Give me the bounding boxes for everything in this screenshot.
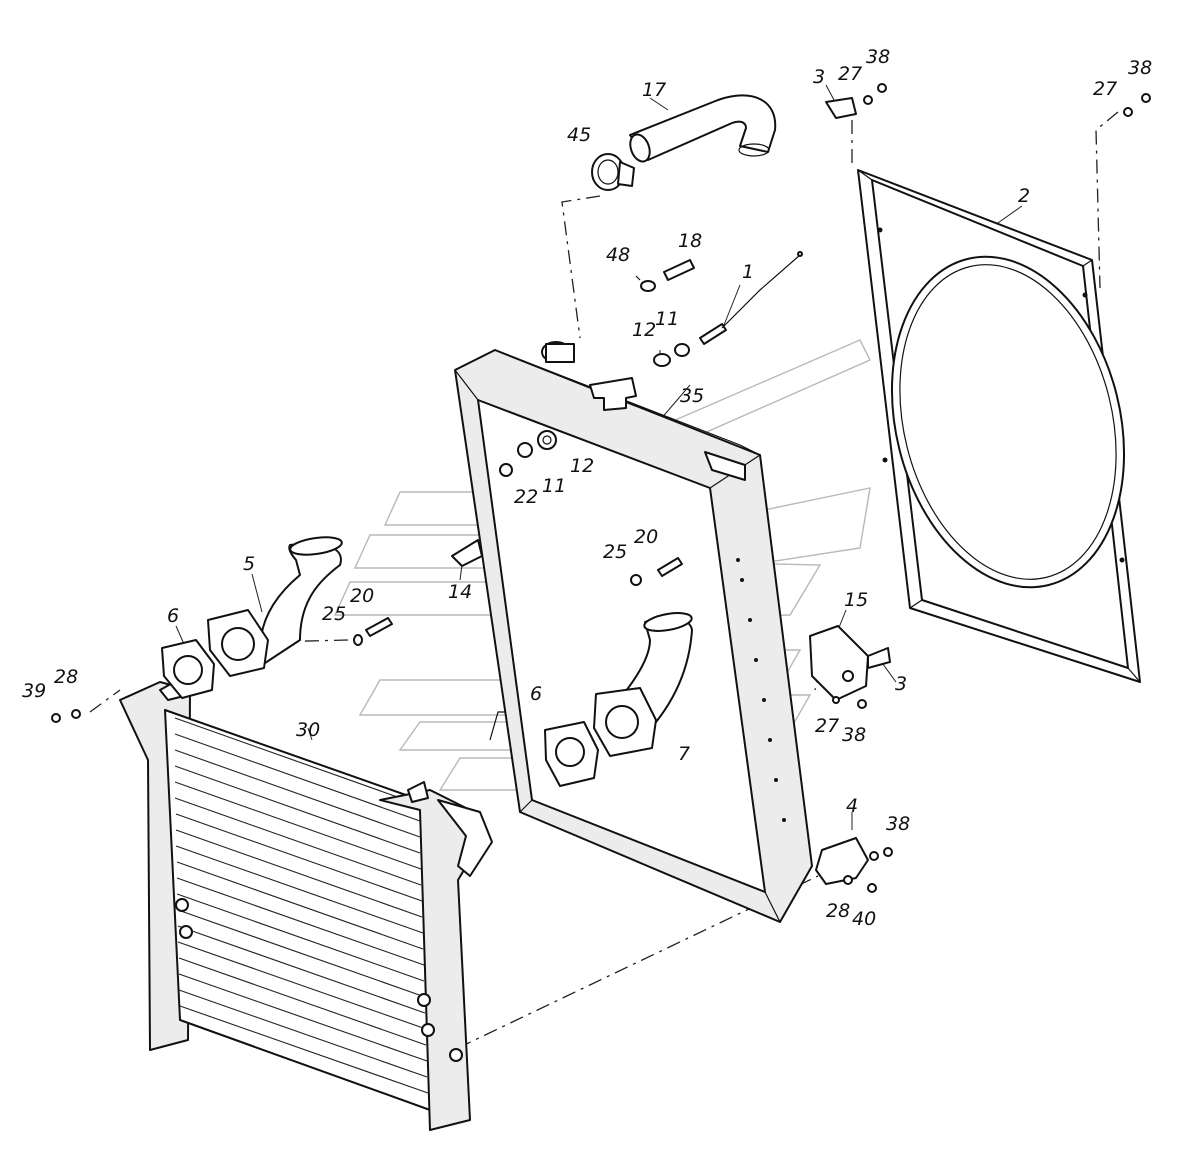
callout-12-frame: 12 <box>570 455 594 477</box>
callout-20-left: 20 <box>350 585 374 607</box>
callout-25-right: 25 <box>603 541 627 563</box>
callout-3-side: 3 <box>895 673 907 695</box>
hose-clamp <box>591 153 635 191</box>
callout-15: 15 <box>844 589 868 611</box>
callout-38-side: 38 <box>842 724 866 746</box>
callout-3-top: 3 <box>813 66 825 88</box>
callout-28-bottom: 28 <box>826 900 850 922</box>
callout-11-top: 11 <box>655 308 679 330</box>
callout-48: 48 <box>606 244 630 266</box>
callout-35: 35 <box>680 385 704 407</box>
callout-labels: 1 2 3 3 4 5 6 6 7 11 11 12 12 14 15 17 1… <box>22 46 1152 930</box>
callout-14: 14 <box>448 581 472 603</box>
callout-12-top: 12 <box>632 319 656 341</box>
callout-7: 7 <box>678 743 690 765</box>
callout-18: 18 <box>678 230 702 252</box>
callout-1: 1 <box>742 261 754 283</box>
callout-22: 22 <box>514 486 538 508</box>
callout-39: 39 <box>22 680 46 702</box>
radiator-frame <box>451 341 813 923</box>
callout-4: 4 <box>846 795 858 817</box>
callout-27-right: 27 <box>1093 78 1117 100</box>
callout-25-left: 25 <box>322 603 346 625</box>
callout-6-left: 6 <box>167 605 179 627</box>
callout-6-right: 6 <box>530 683 542 705</box>
callout-38-bottom: 38 <box>886 813 910 835</box>
upper-hose <box>629 94 777 163</box>
intercooler-core <box>119 679 493 1131</box>
small-tube-and-rod <box>635 251 803 367</box>
callout-30: 30 <box>296 719 320 741</box>
callout-5: 5 <box>243 553 255 575</box>
callout-27-top: 27 <box>838 63 862 85</box>
callout-27-side: 27 <box>815 715 839 737</box>
fan-shroud <box>857 169 1141 683</box>
callout-11-frame: 11 <box>542 475 566 497</box>
side-bracket <box>809 625 891 709</box>
bolts <box>51 557 683 723</box>
callout-28-left: 28 <box>54 666 78 688</box>
top-bracket <box>825 83 1151 119</box>
callout-38-top: 38 <box>866 46 890 68</box>
callout-17: 17 <box>642 79 666 101</box>
right-air-duct <box>544 612 693 787</box>
callout-20-right: 20 <box>634 526 658 548</box>
callout-38-right: 38 <box>1128 57 1152 79</box>
left-air-duct <box>161 536 343 699</box>
bottom-bracket <box>815 837 893 893</box>
callout-2: 2 <box>1018 185 1030 207</box>
callout-45: 45 <box>567 124 591 146</box>
callout-40: 40 <box>852 908 876 930</box>
